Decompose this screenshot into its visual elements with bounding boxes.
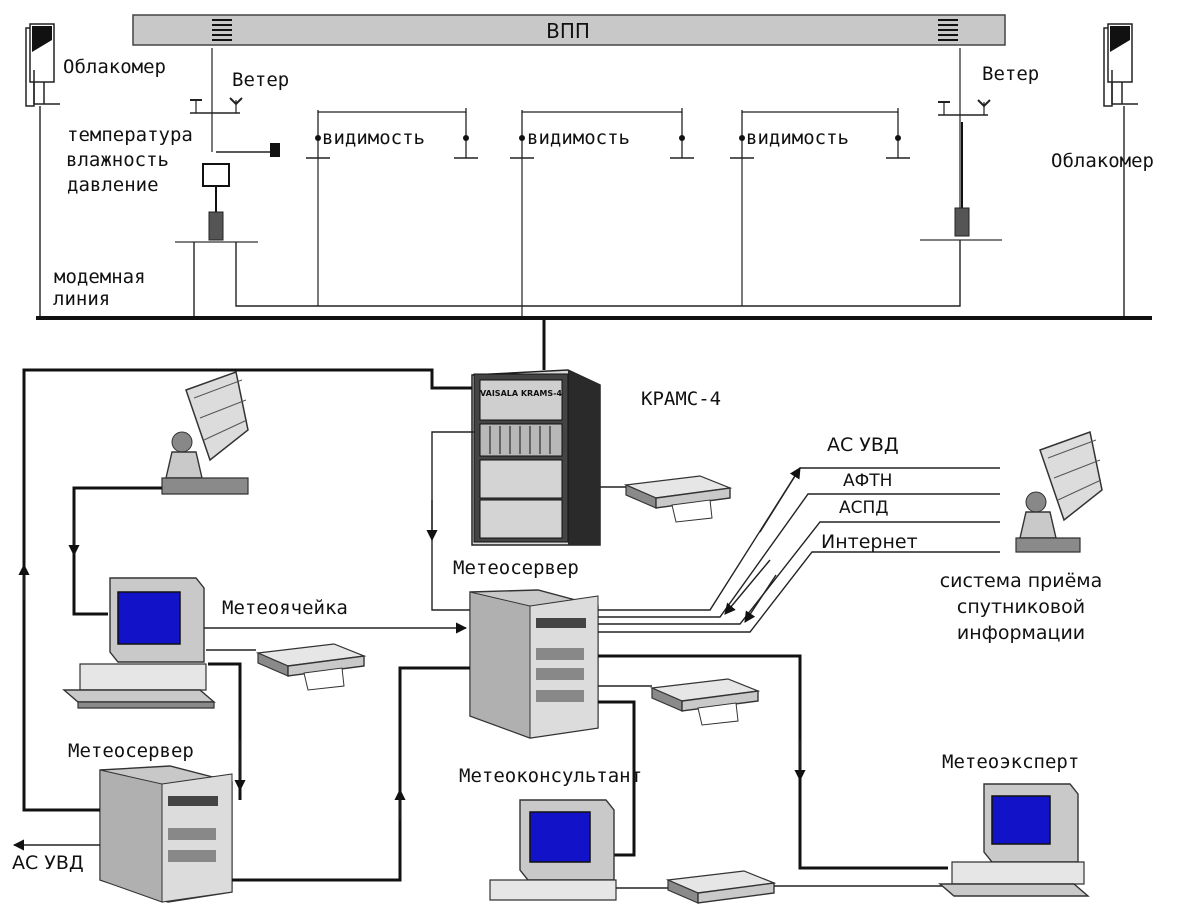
meteocell-label: Метеоячейка — [222, 597, 348, 619]
runway: ВПП — [132, 14, 1006, 46]
arrow-aspd — [744, 574, 777, 623]
meteoserver-left-tower — [99, 765, 233, 903]
meteoexpert-computer — [938, 783, 1090, 897]
satellite-system-label-3: информации — [957, 622, 1085, 644]
meteoconsultant-computer — [489, 799, 617, 901]
visibility-sensor-2 — [510, 108, 694, 318]
left-server-to-main-link — [232, 666, 470, 882]
visibility-sensor-1 — [306, 108, 478, 306]
meteocell-printer — [255, 643, 367, 691]
left-server-uplink — [22, 368, 472, 812]
as-uvd-bottom-label: АС УВД — [12, 852, 84, 874]
link-internet: Интернет — [821, 531, 918, 553]
arrow-as-uvd — [759, 467, 801, 533]
link-as-uvd: АС УВД — [827, 434, 899, 456]
ceilometer-left-label: Облакомер — [63, 56, 166, 78]
meteoexpert-label: Метеоэксперт — [942, 751, 1079, 773]
modem-line-label-2: линия — [53, 288, 110, 310]
runway-threshold-right — [938, 19, 958, 41]
krams-printer — [623, 475, 733, 523]
krams-to-meteoserver-link — [431, 431, 474, 611]
satellite-system-label-1: система приёма — [940, 570, 1103, 592]
runway-threshold-left — [212, 19, 232, 41]
temperature-label: температура — [67, 124, 193, 146]
meteoconsultant-label: Метеоконсультант — [459, 765, 642, 787]
runway-label: ВПП — [546, 19, 590, 43]
wind-right-label: Ветер — [982, 63, 1039, 85]
meteoserver-main-tower — [469, 589, 599, 739]
wind-sensor-left — [190, 48, 243, 152]
arrow-aftn — [724, 559, 771, 615]
humidity-label: влажность — [66, 149, 169, 171]
pressure-label: давление — [67, 174, 159, 196]
meteoconsultant-printer — [665, 870, 777, 904]
satellite-system-label-2: спутниковой — [957, 596, 1085, 618]
wind-sensor-right — [920, 48, 1002, 241]
sensor-wiring — [39, 106, 1125, 318]
visibility-sensor-3 — [730, 108, 910, 306]
meteoserver-printer — [649, 678, 761, 726]
satellite-dish-left — [161, 371, 249, 495]
link-aftn: АФТН — [843, 471, 892, 491]
krams-badge: VAISALA KRAMS-4 — [480, 389, 562, 398]
met-station-mast — [175, 143, 280, 243]
ceilometer-left — [25, 23, 60, 107]
meteocell-computer — [62, 577, 216, 709]
external-link-lines — [598, 467, 1000, 633]
modem-line-label-1: модемная — [54, 266, 146, 288]
wind-left-label: Ветер — [232, 69, 289, 91]
visibility-2-label: видимость — [527, 127, 630, 149]
visibility-3-label: видимость — [746, 127, 849, 149]
visibility-1-label: видимость — [322, 127, 425, 149]
krams-cabinet — [471, 369, 601, 546]
meteoserver-left-label: Метеосервер — [68, 740, 194, 762]
server-to-consultant-link — [598, 700, 636, 857]
satellite-dish-right — [1015, 431, 1103, 553]
meteoserver-main-label: Метеосервер — [453, 557, 579, 579]
ceilometer-right — [1103, 23, 1138, 107]
link-aspd: АСПД — [839, 498, 889, 518]
krams-label: КРАМС-4 — [641, 388, 721, 410]
ceilometer-right-label: Облакомер — [1051, 150, 1154, 172]
